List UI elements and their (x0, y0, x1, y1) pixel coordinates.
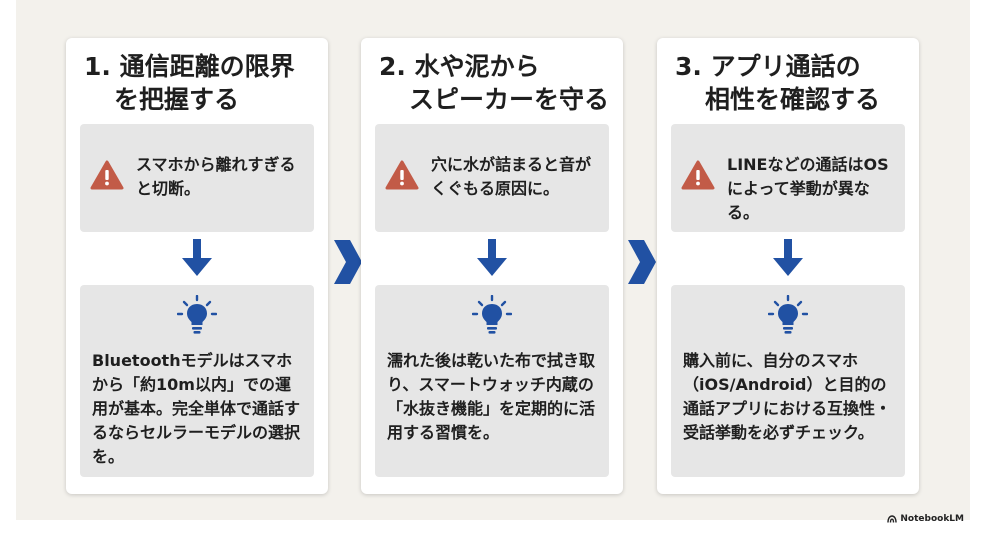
slide: 1. 通信距離の限界 を把握する スマホから離れすぎると切断。 (16, 0, 970, 520)
tip-box: 購入前に、自分のスマホ（iOS/Android）と目的の通話アプリにおける互換性… (671, 285, 905, 477)
card-title-line2: スピーカーを守る (409, 85, 610, 114)
warning-triangle-icon (681, 160, 715, 190)
lightbulb-icon (768, 295, 808, 334)
chevron-right-icon (334, 240, 362, 284)
warning-triangle-icon (385, 160, 419, 190)
watermark-text: NotebookLM (900, 514, 964, 524)
chevron-right-icon (628, 240, 656, 284)
card-title: 3. アプリ通話の 相性を確認する (675, 50, 909, 116)
warning-box: LINEなどの通話はOSによって挙動が異なる。 (671, 124, 905, 232)
warning-text: スマホから離れすぎると切断。 (136, 155, 296, 198)
tip-text: 購入前に、自分のスマホ（iOS/Android）と目的の通話アプリにおける互換性… (683, 351, 892, 442)
warning-triangle-icon (90, 160, 124, 190)
down-arrow-icon (773, 239, 803, 276)
down-arrow-icon (182, 239, 212, 276)
tip-text: 濡れた後は乾いた布で拭き取り、スマートウォッチ内蔵の「水抜き機能」を定期的に活用… (387, 351, 596, 442)
tip-text: Bluetoothモデルはスマホから「約10m以内」での運用が基本。完全単体で通… (92, 351, 301, 466)
card-title-line1: 3. アプリ通話の (675, 52, 861, 81)
card-title-line2: 相性を確認する (705, 85, 881, 114)
notebooklm-logo-icon (887, 515, 898, 523)
card-title-line2: を把握する (114, 85, 240, 114)
card-title-line1: 2. 水や泥から (379, 52, 540, 81)
warning-text: 穴に水が詰まると音がくぐもる原因に。 (431, 155, 592, 198)
tip-box: Bluetoothモデルはスマホから「約10m以内」での運用が基本。完全単体で通… (80, 285, 314, 477)
warning-box: スマホから離れすぎると切断。 (80, 124, 314, 232)
card-title: 1. 通信距離の限界 を把握する (84, 50, 318, 116)
card-title: 2. 水や泥から スピーカーを守る (379, 50, 613, 116)
tip-card-1: 1. 通信距離の限界 を把握する スマホから離れすぎると切断。 (66, 38, 328, 494)
down-arrow-icon (477, 239, 507, 276)
warning-box: 穴に水が詰まると音がくぐもる原因に。 (375, 124, 609, 232)
card-title-line1: 1. 通信距離の限界 (84, 52, 295, 81)
lightbulb-icon (472, 295, 512, 334)
notebooklm-watermark: NotebookLM (887, 514, 964, 524)
tip-card-2: 2. 水や泥から スピーカーを守る 穴に水が詰まると音がくぐもる原因に。 (361, 38, 623, 494)
tip-card-3: 3. アプリ通話の 相性を確認する LINEなどの通話はOSによって挙動が異なる… (657, 38, 919, 494)
tip-box: 濡れた後は乾いた布で拭き取り、スマートウォッチ内蔵の「水抜き機能」を定期的に活用… (375, 285, 609, 477)
lightbulb-icon (177, 295, 217, 334)
warning-text: LINEなどの通話はOSによって挙動が異なる。 (727, 155, 889, 222)
